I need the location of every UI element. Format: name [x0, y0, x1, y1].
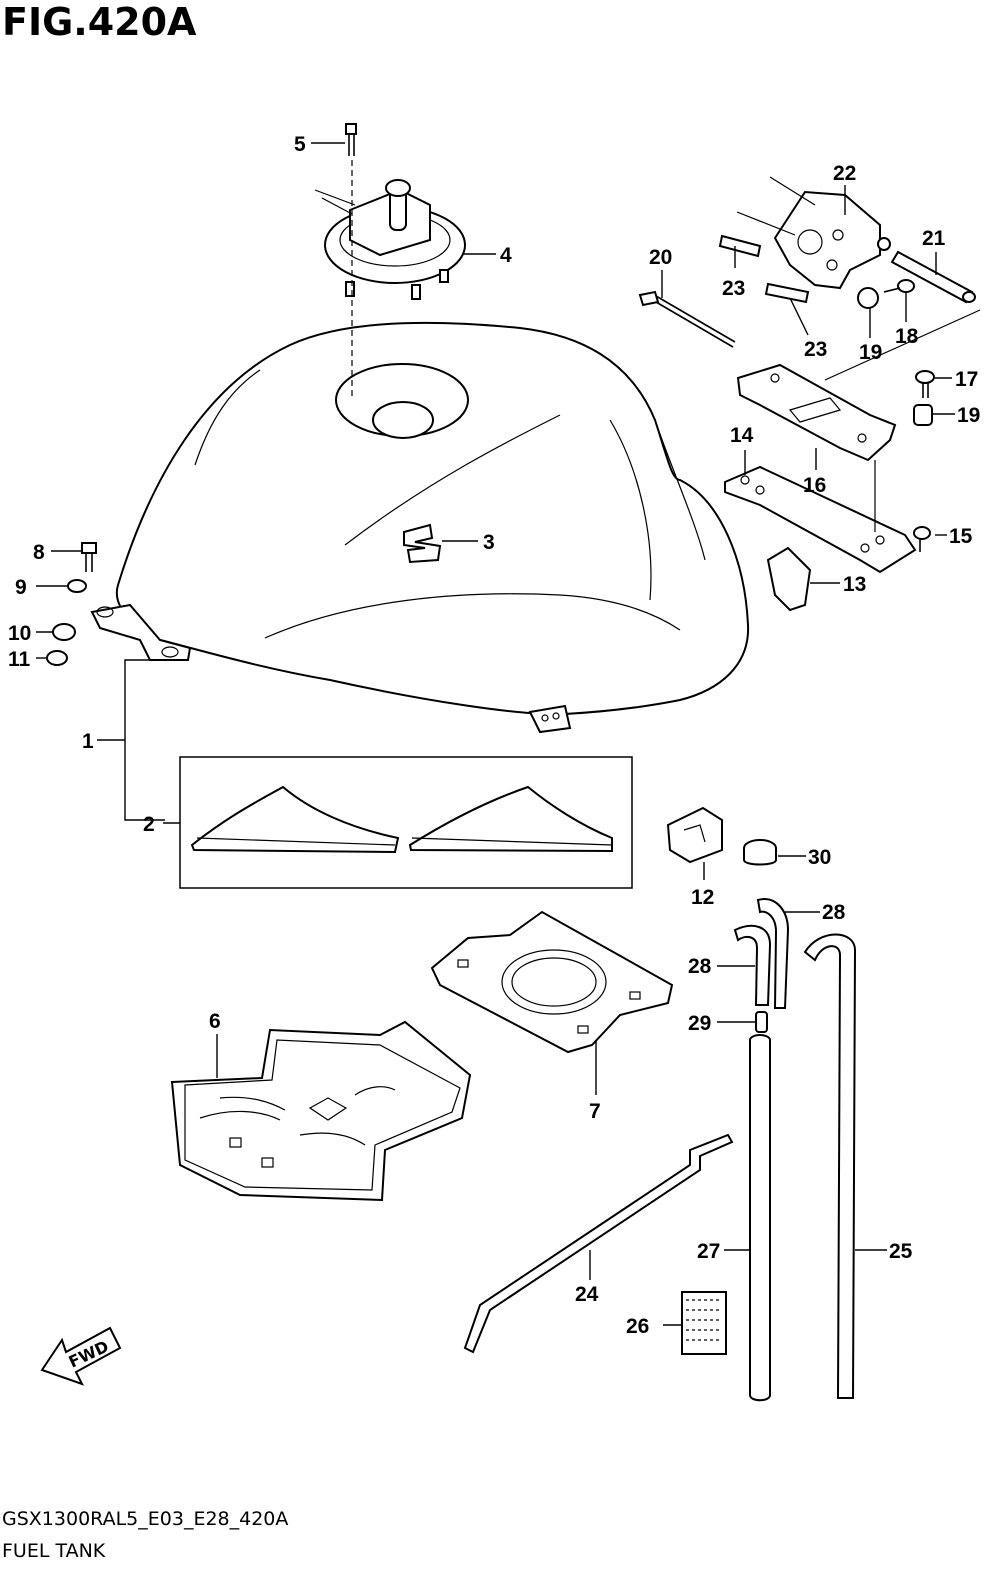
- leader-lines: [36, 142, 955, 1326]
- knee-grip-decal-box: [179, 756, 633, 889]
- lower-bracket-bolt: [913, 526, 931, 552]
- callout-2: 2: [143, 813, 155, 836]
- mounting-bracket-lower: [724, 460, 917, 574]
- callout-4: 4: [500, 244, 512, 267]
- fuel-tank: [90, 321, 750, 734]
- callout-9: 9: [15, 576, 27, 599]
- long-bolt: [638, 290, 736, 348]
- bracket-bolt-nut-right: [913, 370, 935, 426]
- callout-20: 20: [649, 246, 672, 269]
- callout-8: 8: [33, 541, 45, 564]
- callout-14: 14: [730, 424, 754, 447]
- callout-12: 12: [691, 886, 714, 909]
- callout-22: 22: [833, 162, 856, 185]
- collar: [743, 839, 777, 866]
- callout-28-left: 28: [688, 955, 712, 978]
- callout-24: 24: [575, 1283, 599, 1306]
- caution-label: [681, 1291, 727, 1355]
- callout-7: 7: [589, 1100, 601, 1123]
- callout-21: 21: [922, 227, 946, 250]
- tank-gasket-plate: [430, 910, 674, 1054]
- callout-1: 1: [82, 730, 94, 753]
- drain-hose: [749, 1034, 771, 1402]
- callout-23-left: 23: [722, 277, 745, 300]
- pivot-pin: [890, 250, 976, 304]
- callout-10: 10: [8, 622, 31, 645]
- callout-28-right: 28: [822, 901, 846, 924]
- callout-13: 13: [843, 573, 866, 596]
- callout-19-top: 19: [859, 341, 882, 364]
- tank-emblem: [403, 523, 442, 564]
- cap-bolt: [345, 123, 357, 400]
- callout-5: 5: [294, 133, 306, 156]
- breather-hoses: [733, 898, 857, 1399]
- callout-29: 29: [688, 1012, 711, 1035]
- forward-arrow-icon: FWD: [40, 1326, 122, 1386]
- callout-numbers: 5 4 3 8 9 10 11 1 2 6 7 12 30 13 14 15 1…: [8, 133, 980, 1338]
- callout-18: 18: [895, 325, 919, 348]
- callout-30: 30: [808, 846, 831, 869]
- callout-15: 15: [949, 525, 973, 548]
- front-mount-hardware: [46, 542, 97, 666]
- model-code: GSX1300RAL5_E03_E28_420A: [2, 1508, 289, 1530]
- figure-title: FIG.420A: [2, 0, 197, 44]
- callout-3: 3: [483, 531, 495, 554]
- hose-joint: [755, 1011, 768, 1033]
- callout-23-center: 23: [804, 338, 827, 361]
- callout-6: 6: [209, 1010, 221, 1033]
- rubber-cushion: [766, 546, 812, 612]
- rear-bracket: [736, 176, 891, 290]
- callout-11: 11: [8, 648, 31, 671]
- rubber-block: [666, 806, 723, 864]
- callout-25: 25: [889, 1240, 913, 1263]
- callout-27: 27: [697, 1240, 720, 1263]
- callout-17: 17: [955, 368, 978, 391]
- bracket-bolt-nut-top: [857, 279, 915, 309]
- mounting-bracket-upper: [736, 309, 981, 462]
- callout-19-right: 19: [957, 404, 980, 427]
- fuel-cap: [314, 179, 466, 300]
- prop-rod: [463, 1133, 734, 1354]
- callout-26: 26: [626, 1315, 649, 1338]
- under-tank-tray: [170, 1020, 472, 1202]
- rubber-strips: [718, 234, 810, 304]
- callout-16: 16: [803, 474, 826, 497]
- figure-name: FUEL TANK: [2, 1540, 106, 1562]
